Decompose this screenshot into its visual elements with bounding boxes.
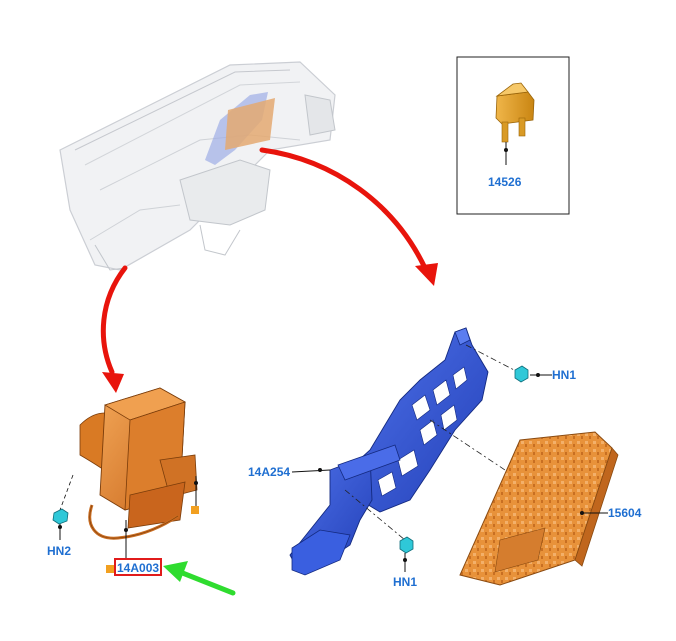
- green-pointer-arrow: [163, 561, 236, 596]
- callout-14526: 14526: [488, 175, 522, 189]
- clip-marker: [191, 506, 199, 514]
- callout-14a003: 14A003: [117, 561, 159, 575]
- nut-hn1-top-part: [514, 365, 552, 383]
- module-15604-part: [459, 431, 619, 586]
- alignment-lines: [344, 344, 521, 541]
- callout-hn1-top: HN1: [552, 368, 576, 382]
- clip-marker: [106, 565, 114, 573]
- callout-hn1-bottom: HN1: [393, 575, 417, 589]
- red-arrow-left: [100, 265, 128, 393]
- callout-15604: 15604: [608, 506, 642, 520]
- module-14a003-part: [79, 387, 198, 540]
- nut-hn2-part: [52, 474, 74, 540]
- red-arrow-right: [259, 147, 438, 286]
- callout-hn2: HN2: [47, 544, 71, 558]
- fuse-14526-part: [495, 82, 535, 143]
- bracket-14a254-part: [289, 327, 489, 576]
- nut-hn1-bottom-part: [399, 536, 414, 572]
- fuse-inset-box: 14526: [456, 56, 570, 215]
- highlight-box-14a003: [114, 558, 162, 576]
- dashboard-assembly: [59, 61, 336, 271]
- callout-14a254: 14A254: [248, 465, 290, 479]
